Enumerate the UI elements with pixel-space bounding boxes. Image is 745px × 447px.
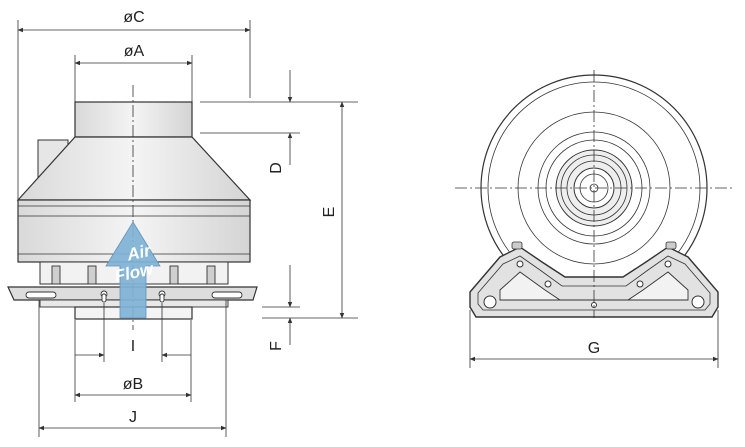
dim-label-b: øB <box>123 376 143 393</box>
fixing-tabs <box>51 265 216 285</box>
airflow-label-line1: Air <box>124 241 153 265</box>
base-slots <box>25 290 243 303</box>
dim-label-a: øA <box>124 43 145 60</box>
base-inner-rib <box>499 271 689 301</box>
dim-label-c: øC <box>123 9 144 26</box>
outlet-collar <box>74 101 193 138</box>
airflow-arrow-shape <box>105 221 161 319</box>
dimension-g: G <box>469 310 719 368</box>
dimension-lines: øC øA D E F I øB J <box>17 9 358 437</box>
dim-label-j: J <box>129 409 137 426</box>
dim-label-g: G <box>588 340 600 357</box>
front-view <box>455 70 735 318</box>
dim-label-f: F <box>268 341 285 351</box>
dim-label-e: E <box>321 207 338 218</box>
dim-label-d: D <box>268 162 285 174</box>
dim-label-i: I <box>131 338 135 355</box>
base-bolt-holes <box>483 260 705 309</box>
